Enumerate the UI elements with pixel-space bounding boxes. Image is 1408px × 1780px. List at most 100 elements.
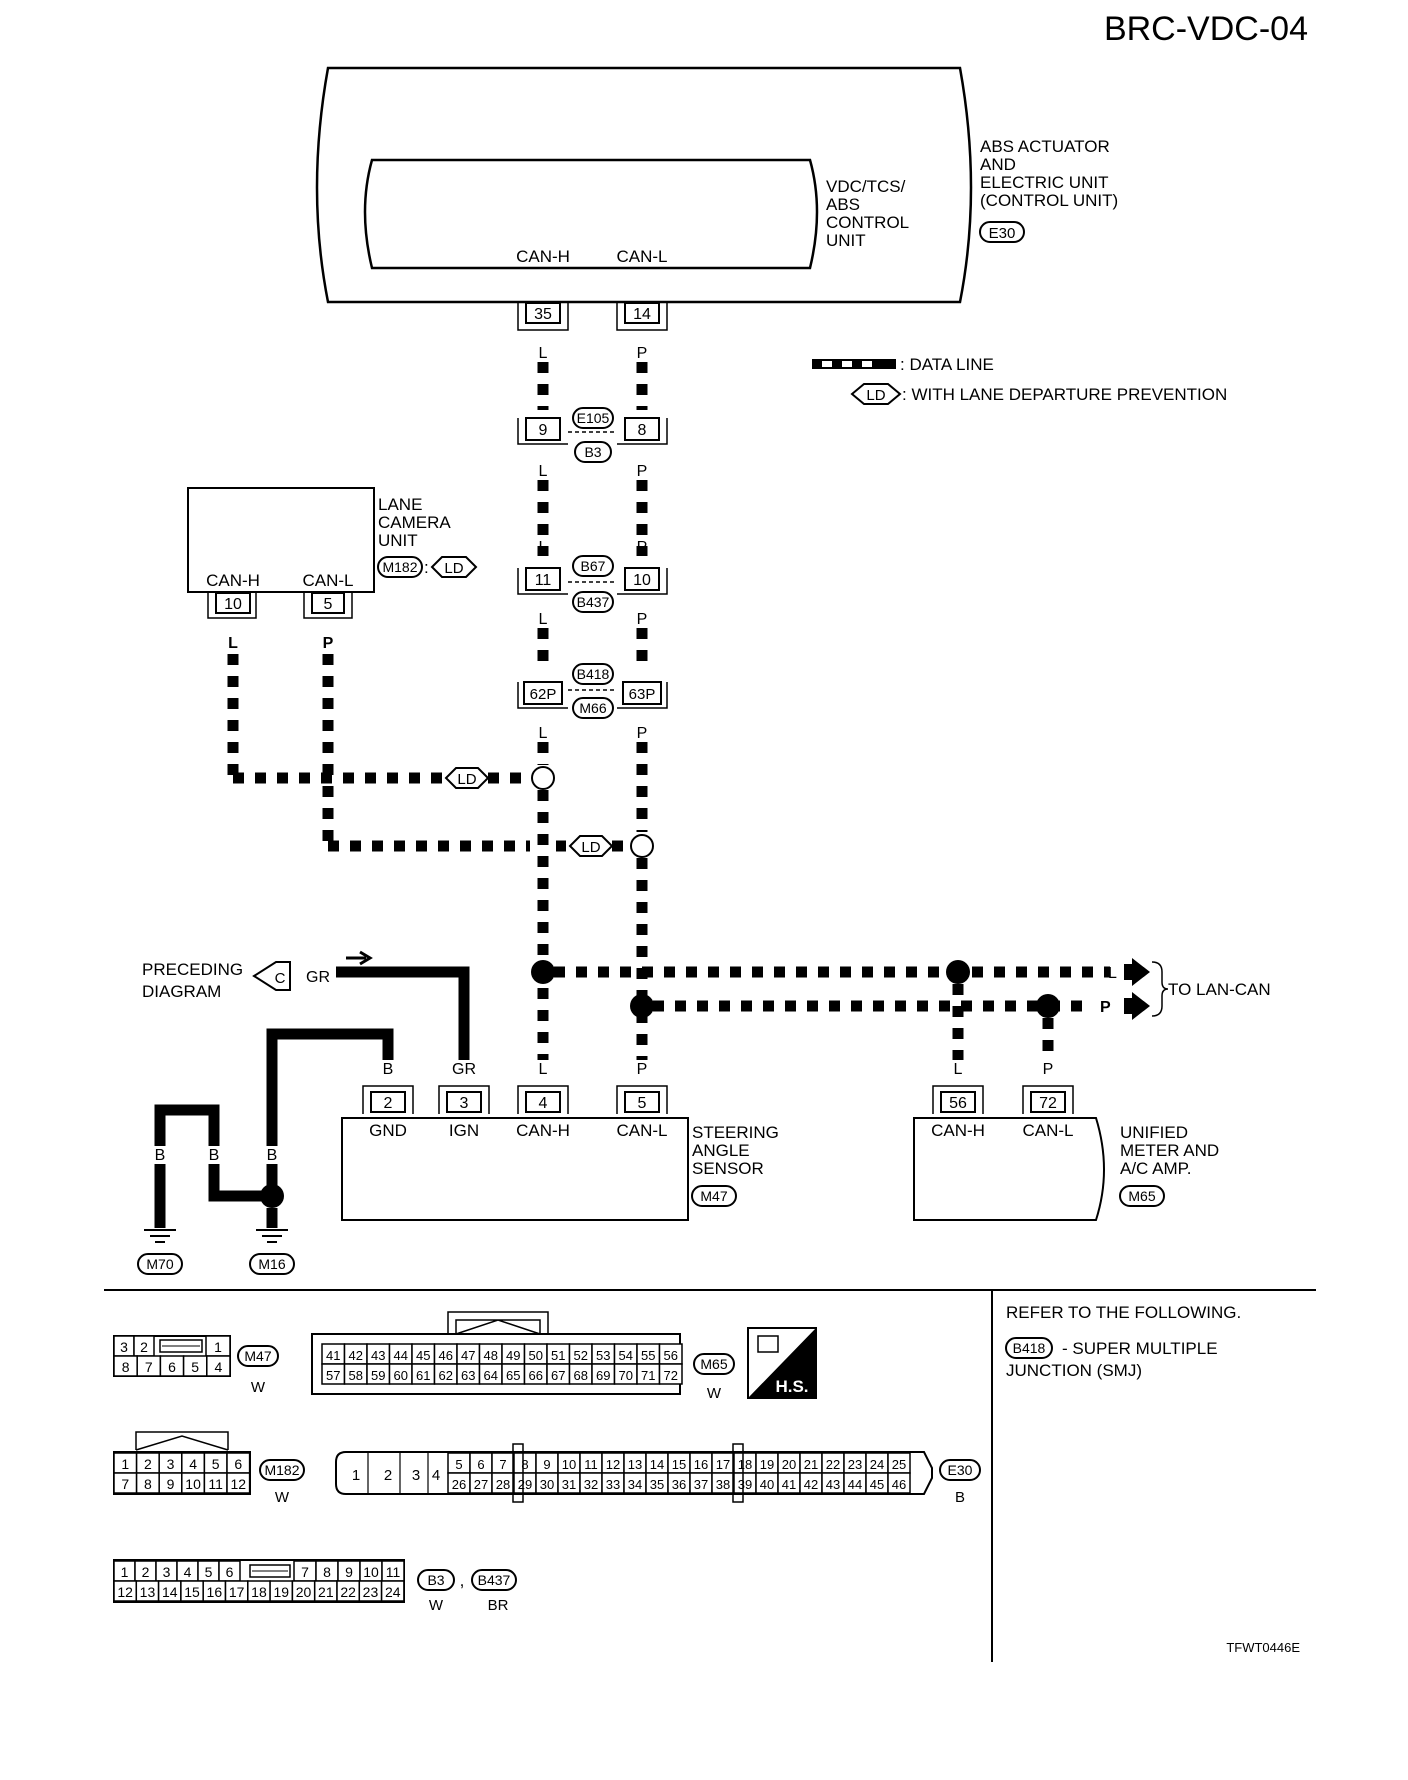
e30-connector-badge: [979, 221, 1025, 243]
steering-pin-4: 4: [517, 1085, 569, 1114]
svg-text:19: 19: [760, 1457, 774, 1472]
svg-text:E30: E30: [948, 1462, 973, 1478]
svg-text:ANGLE: ANGLE: [692, 1141, 750, 1160]
steering-pin-label: GND: [369, 1121, 407, 1140]
svg-text:5: 5: [638, 1095, 647, 1112]
svg-text:2: 2: [142, 1564, 150, 1580]
arrow-right-icon: [1124, 992, 1150, 1020]
svg-text:P: P: [637, 611, 648, 628]
splice-can-l: [630, 994, 654, 1018]
svg-text:B418: B418: [1013, 1340, 1046, 1356]
legend-ld-text: : WITH LANE DEPARTURE PREVENTION: [902, 385, 1227, 404]
svg-text:18: 18: [738, 1457, 752, 1472]
svg-text:58: 58: [349, 1368, 363, 1383]
svg-text:4: 4: [539, 1095, 548, 1112]
gnd-b-label-3: B: [267, 1147, 278, 1164]
svg-text:W: W: [251, 1379, 266, 1396]
steering-pin-label: CAN-L: [616, 1121, 667, 1140]
svg-text:B3: B3: [584, 444, 601, 460]
svg-text:33: 33: [606, 1477, 620, 1492]
svg-text:27: 27: [474, 1477, 488, 1492]
svg-text:43: 43: [826, 1477, 840, 1492]
svg-text:CONTROL: CONTROL: [826, 213, 909, 232]
svg-text:B418: B418: [577, 666, 610, 682]
svg-text:JUNCTION (SMJ): JUNCTION (SMJ): [1006, 1361, 1142, 1380]
svg-text:L: L: [539, 611, 548, 628]
svg-text:B437: B437: [478, 1572, 511, 1588]
svg-text:20: 20: [782, 1457, 796, 1472]
svg-text:39: 39: [738, 1477, 752, 1492]
svg-text:22: 22: [826, 1457, 840, 1472]
svg-text:6: 6: [234, 1456, 242, 1472]
abs-can-h-label: CAN-H: [516, 247, 570, 266]
splice-meter-can-l: [1036, 994, 1060, 1018]
meter-pin-label: CAN-H: [931, 1121, 985, 1140]
lane-camera-pin-5: 5: [303, 592, 353, 619]
svg-text:5: 5: [212, 1456, 220, 1472]
trunk-color-labels: L P L P L P L P L P L P: [539, 345, 648, 1078]
svg-text:46: 46: [892, 1477, 906, 1492]
svg-text:3: 3: [163, 1564, 171, 1580]
steering-pin-label: IGN: [449, 1121, 479, 1140]
svg-text:P: P: [637, 463, 648, 480]
svg-text:51: 51: [551, 1348, 565, 1363]
svg-text:M65: M65: [1128, 1188, 1155, 1204]
svg-text:10: 10: [363, 1564, 379, 1580]
svg-text:VDC/TCS/: VDC/TCS/: [826, 177, 906, 196]
svg-text:M65: M65: [700, 1356, 727, 1372]
svg-text::: :: [424, 558, 429, 577]
svg-text:38: 38: [716, 1477, 730, 1492]
svg-text:LD: LD: [581, 839, 600, 856]
svg-text:16: 16: [207, 1584, 223, 1600]
svg-text:12: 12: [231, 1476, 247, 1492]
svg-text:2: 2: [144, 1456, 152, 1472]
abs-pin-14: 14: [616, 302, 668, 331]
svg-text:4: 4: [215, 1359, 223, 1375]
lane-camera-l-color: L: [228, 635, 238, 652]
svg-text:11: 11: [535, 572, 552, 589]
svg-text:3: 3: [167, 1456, 175, 1472]
svg-text:W: W: [429, 1597, 444, 1614]
meter-pin-72: 72: [1022, 1085, 1074, 1114]
steering-pin-2: 2: [362, 1085, 414, 1114]
svg-text:21: 21: [804, 1457, 818, 1472]
svg-text:2: 2: [140, 1339, 148, 1355]
svg-text:L: L: [539, 725, 548, 742]
svg-text:49: 49: [506, 1348, 520, 1363]
svg-text:17: 17: [229, 1584, 245, 1600]
ign-gr-wire: [336, 966, 470, 1060]
svg-text:1: 1: [352, 1467, 360, 1484]
meter-pin-label: CAN-L: [1022, 1121, 1073, 1140]
svg-text:M16: M16: [258, 1256, 285, 1272]
svg-text:7: 7: [301, 1564, 309, 1580]
svg-text:45: 45: [870, 1477, 884, 1492]
svg-text:62: 62: [439, 1368, 453, 1383]
svg-text:M47: M47: [700, 1188, 727, 1204]
svg-text:29: 29: [518, 1477, 532, 1492]
arrow-right-icon: [1124, 958, 1150, 986]
svg-text:3: 3: [412, 1467, 420, 1484]
svg-text:P: P: [637, 345, 648, 362]
svg-text:47: 47: [461, 1348, 475, 1363]
svg-text:68: 68: [574, 1368, 588, 1383]
harness-side-symbol: H.S.: [747, 1327, 817, 1399]
legend-data-line: : DATA LINE: [900, 355, 994, 374]
svg-text:10: 10: [562, 1457, 576, 1472]
svg-text:15: 15: [184, 1584, 200, 1600]
svg-text:(CONTROL UNIT): (CONTROL UNIT): [980, 191, 1118, 210]
svg-text:40: 40: [760, 1477, 774, 1492]
preceding-ref-flag: [252, 961, 291, 991]
svg-text:57: 57: [326, 1368, 340, 1383]
unified-meter-box: [913, 1117, 1105, 1221]
svg-text:8: 8: [122, 1359, 130, 1375]
svg-text:61: 61: [416, 1368, 430, 1383]
vdc-control-unit-box: [363, 158, 819, 270]
svg-text:10: 10: [633, 572, 651, 589]
svg-text:3: 3: [120, 1339, 128, 1355]
svg-text:44: 44: [394, 1348, 408, 1363]
svg-text:71: 71: [641, 1368, 655, 1383]
svg-text:41: 41: [326, 1348, 340, 1363]
